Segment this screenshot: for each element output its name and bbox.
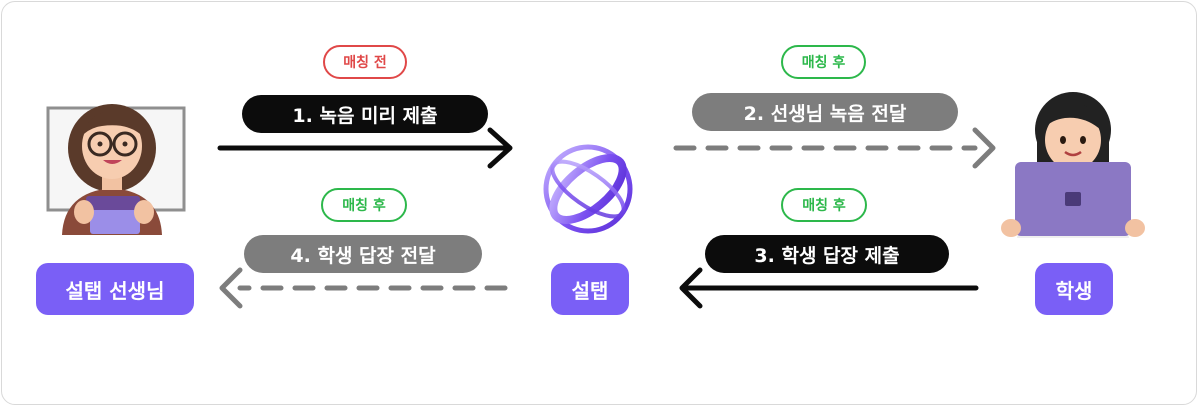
- teacher-avatar-icon: [46, 104, 186, 235]
- role-student: 학생: [1035, 263, 1113, 315]
- step2-label: 2. 선생님 녹음 전달: [692, 93, 958, 131]
- step4-label: 4. 학생 답장 전달: [244, 235, 482, 273]
- badge-before-matching: 매칭 전: [323, 45, 407, 79]
- step3-label: 3. 학생 답장 제출: [705, 235, 949, 273]
- step1-label: 1. 녹음 미리 제출: [242, 95, 488, 133]
- badge-after-matching-top: 매칭 후: [781, 45, 866, 79]
- badge-after-matching-bottom-left: 매칭 후: [321, 188, 407, 222]
- badge-after-matching-bottom-right: 매칭 후: [781, 188, 867, 222]
- role-platform: 설탭: [551, 263, 629, 315]
- student-laptop-icon: [1001, 92, 1145, 238]
- seoltab-logo-icon: [543, 144, 633, 234]
- role-teacher: 설탭 선생님: [36, 263, 194, 315]
